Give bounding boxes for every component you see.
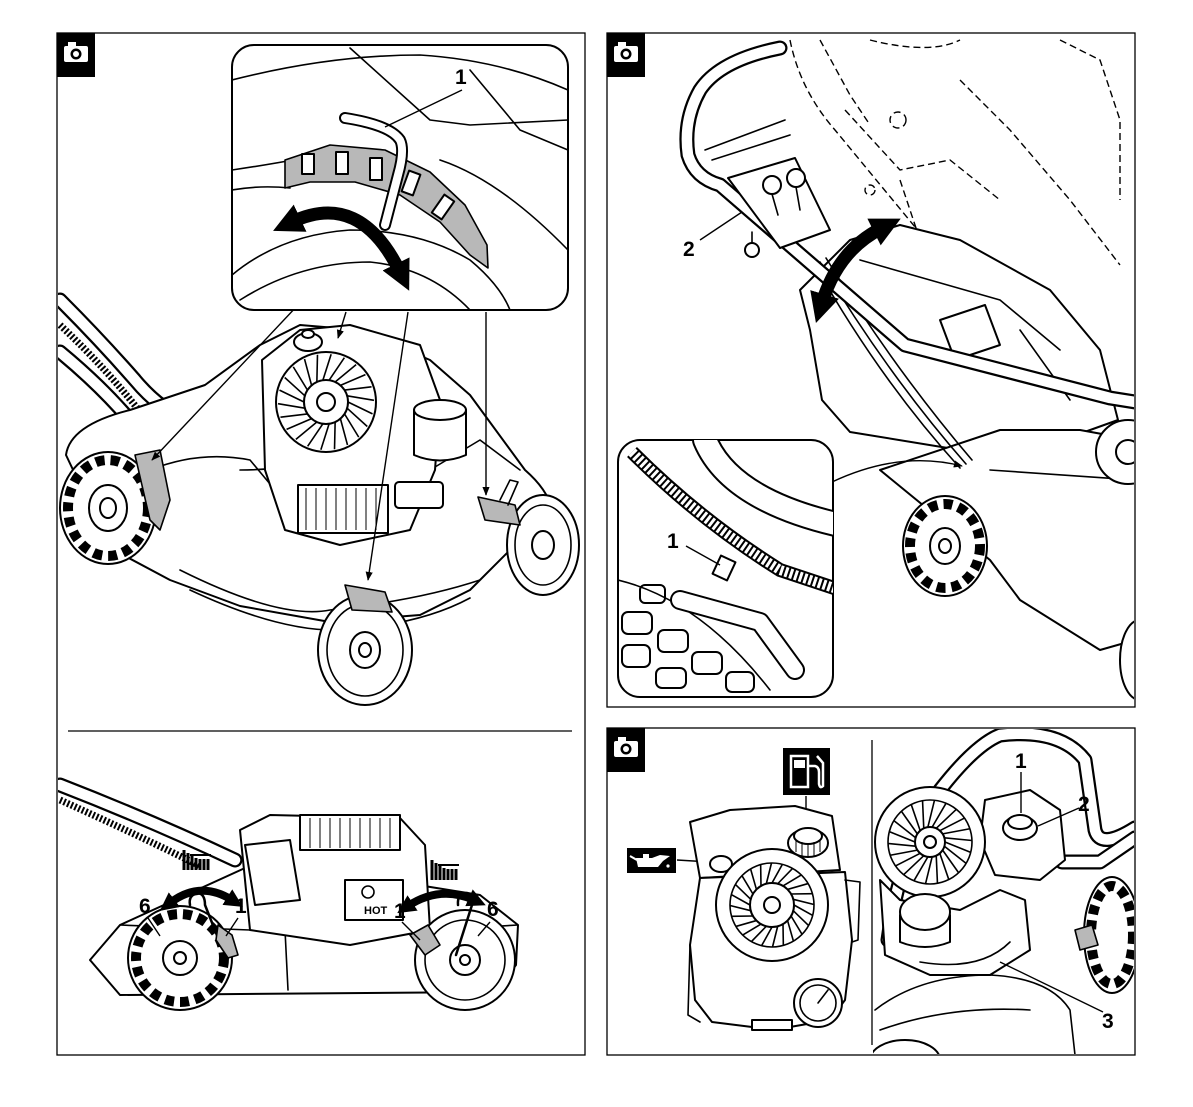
throttle-dial bbox=[794, 979, 842, 1027]
front-wheel bbox=[870, 1040, 940, 1080]
handle-bar bbox=[60, 785, 235, 866]
side-wheel bbox=[507, 495, 579, 595]
clamp-knob bbox=[745, 243, 759, 257]
callout-label: 2 bbox=[683, 238, 695, 261]
fan-fin bbox=[317, 355, 318, 382]
rear-wheel bbox=[903, 496, 987, 596]
oil-can-icon bbox=[627, 848, 676, 873]
fan-fin bbox=[335, 422, 336, 449]
engine bbox=[1096, 420, 1160, 484]
callout-label: 1 bbox=[235, 895, 247, 918]
cable-clip-detail-inset: 1 bbox=[618, 440, 840, 697]
callout-label: 6 bbox=[487, 898, 499, 921]
front-wheel bbox=[318, 595, 412, 705]
camera-icon bbox=[57, 33, 95, 77]
callout-label: 1 bbox=[394, 900, 406, 923]
height-adjust-detail-inset: 1 bbox=[232, 45, 568, 310]
muffler bbox=[395, 482, 443, 508]
camera-icon bbox=[607, 728, 645, 772]
engine-front-view bbox=[688, 806, 860, 1030]
engine: HOT bbox=[240, 815, 430, 945]
mower-top-view bbox=[60, 300, 579, 705]
mower-side-view: HOT 6 1 1 6 bbox=[60, 785, 518, 1010]
callout-label: 1 bbox=[455, 66, 467, 89]
camera-icon bbox=[607, 33, 645, 77]
callout-label: 1 bbox=[667, 530, 679, 553]
fuel-pump-icon bbox=[783, 748, 830, 795]
hot-warning-text: HOT bbox=[364, 905, 388, 917]
fuel-cap bbox=[1003, 815, 1037, 840]
callout-label: 2 bbox=[1078, 793, 1090, 816]
callout-label: 3 bbox=[1102, 1010, 1114, 1033]
callout-label: 6 bbox=[139, 895, 151, 918]
air-filter bbox=[900, 894, 950, 947]
callout-label: 1 bbox=[1015, 750, 1027, 773]
rear-wheel bbox=[128, 906, 232, 1010]
figure-c-frame bbox=[607, 728, 1135, 1055]
engine-top-view bbox=[870, 734, 1140, 1080]
grass-height-icon bbox=[432, 860, 459, 880]
front-wheel bbox=[1120, 620, 1160, 700]
